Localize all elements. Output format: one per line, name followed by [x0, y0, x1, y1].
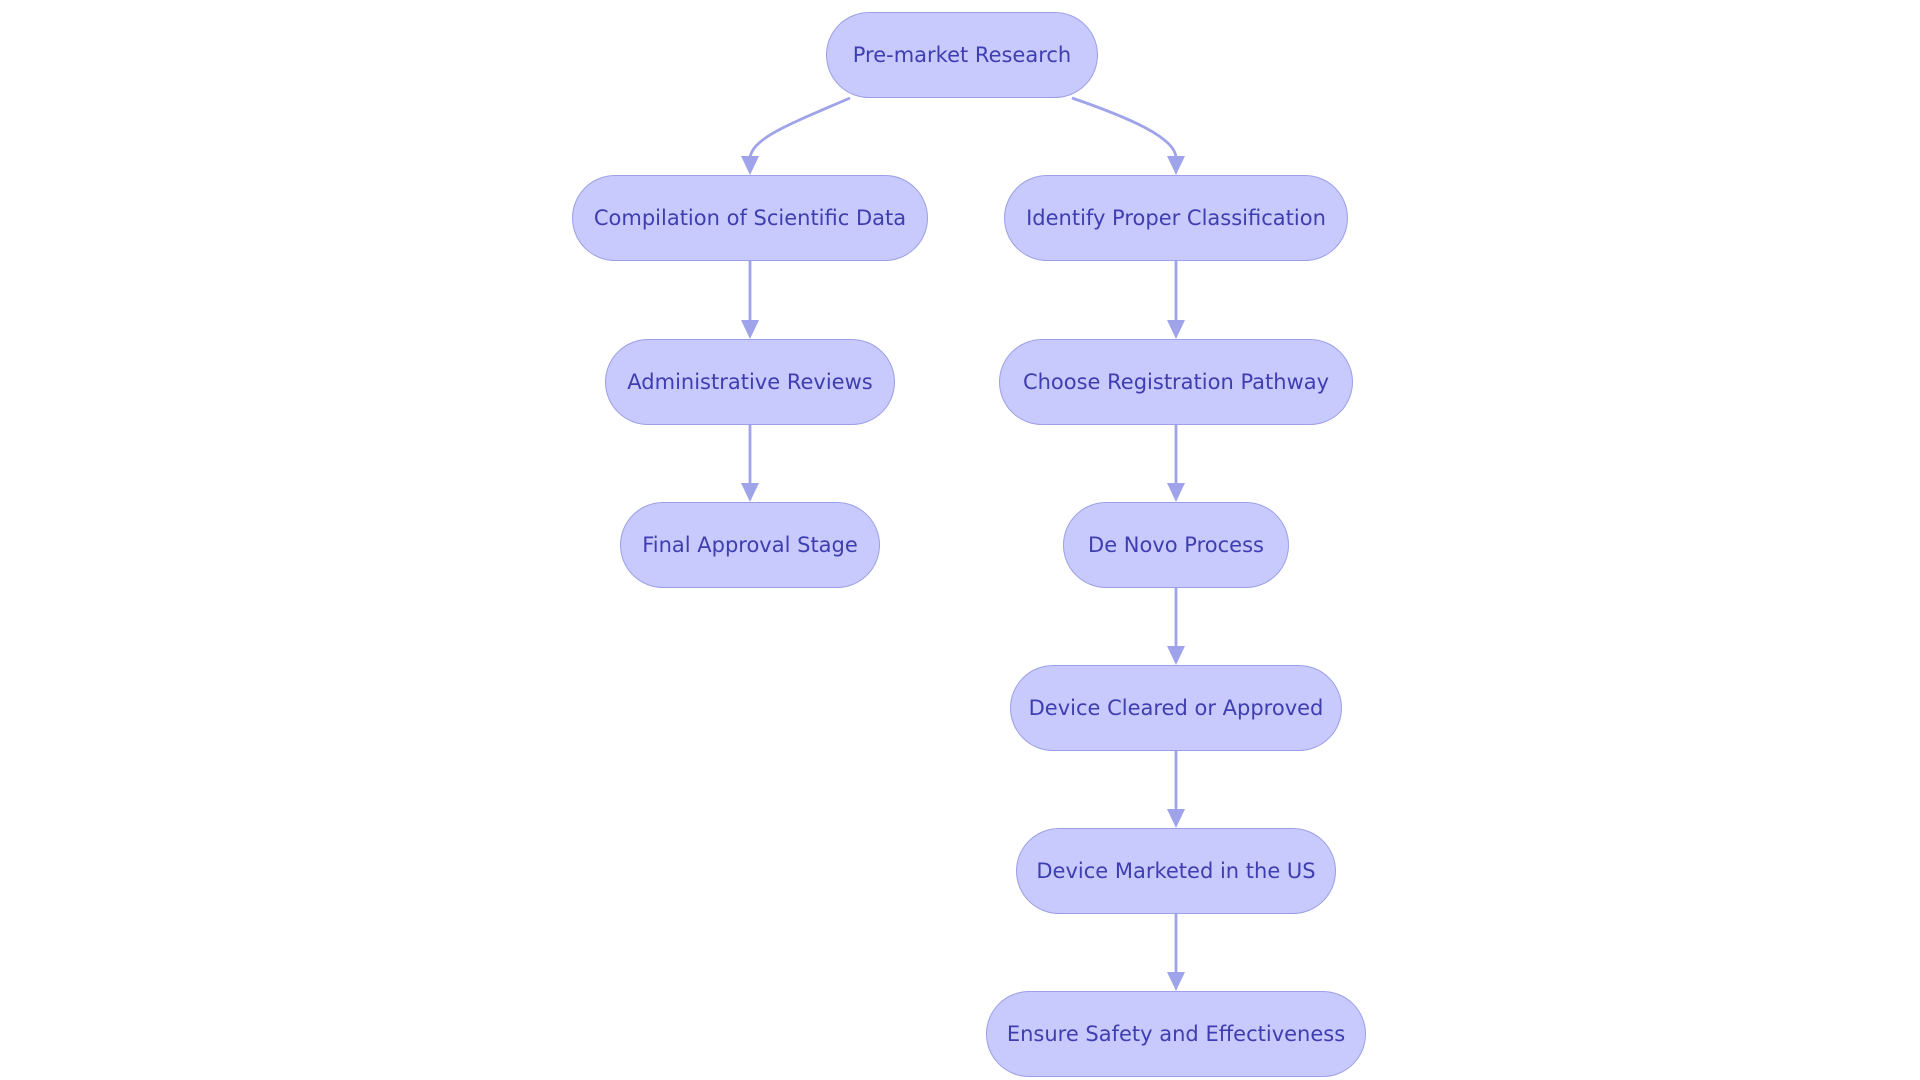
node-label: Choose Registration Pathway	[1022, 370, 1330, 394]
node-label: Administrative Reviews	[627, 370, 873, 394]
node-label: De Novo Process	[1088, 533, 1264, 557]
edge-premarket-to-identify	[1071, 96, 1178, 159]
node-ensure-safety-and-effectiveness[interactable]: Ensure Safety and Effectiveness	[986, 991, 1366, 1077]
node-de-novo-process[interactable]: De Novo Process	[1063, 502, 1289, 588]
edge-premarket-to-compilation	[748, 96, 851, 159]
arrowhead-final	[741, 483, 759, 502]
node-final-approval-stage[interactable]: Final Approval Stage	[620, 502, 880, 588]
node-choose-registration-pathway[interactable]: Choose Registration Pathway	[999, 339, 1353, 425]
node-administrative-reviews[interactable]: Administrative Reviews	[605, 339, 895, 425]
arrowhead-marketed	[1167, 809, 1185, 828]
arrowhead-denovo	[1167, 483, 1185, 502]
node-label: Ensure Safety and Effectiveness	[1006, 1022, 1346, 1046]
node-device-marketed-in-the-us[interactable]: Device Marketed in the US	[1016, 828, 1336, 914]
node-label: Final Approval Stage	[642, 533, 858, 557]
arrowhead-ensure	[1167, 972, 1185, 991]
arrowhead-cleared	[1167, 646, 1185, 665]
node-label: Identify Proper Classification	[1026, 206, 1326, 230]
node-label: Pre-market Research	[852, 43, 1072, 67]
node-compilation-of-scientific-data[interactable]: Compilation of Scientific Data	[572, 175, 928, 261]
node-label: Device Cleared or Approved	[1028, 696, 1324, 720]
arrowhead-compilation	[741, 156, 759, 175]
node-device-cleared-or-approved[interactable]: Device Cleared or Approved	[1010, 665, 1342, 751]
arrowhead-choose	[1167, 320, 1185, 339]
node-label: Compilation of Scientific Data	[593, 206, 907, 230]
node-label: Device Marketed in the US	[1036, 859, 1316, 883]
arrowhead-administrative	[741, 320, 759, 339]
arrowhead-identify	[1167, 156, 1185, 175]
node-identify-proper-classification[interactable]: Identify Proper Classification	[1004, 175, 1348, 261]
node-premarket-research[interactable]: Pre-market Research	[826, 12, 1098, 98]
